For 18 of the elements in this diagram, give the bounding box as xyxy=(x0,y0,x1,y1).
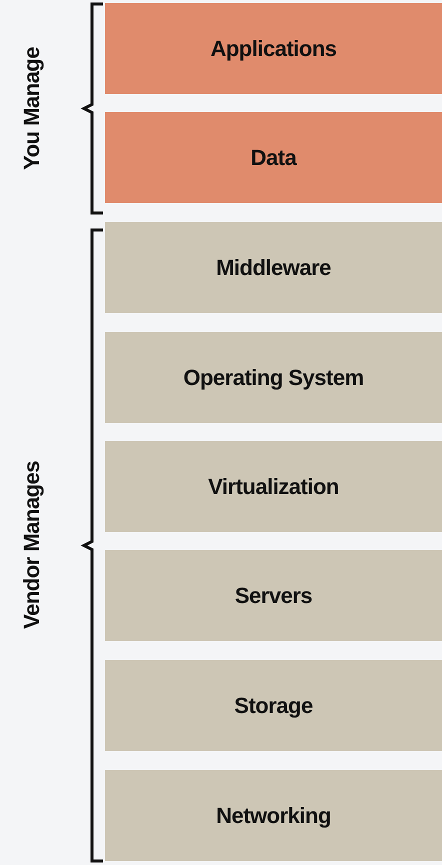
bracket-label: You Manage xyxy=(19,46,45,170)
layer-box xyxy=(105,332,442,423)
layer-label: Servers xyxy=(234,582,312,608)
layer-label: Networking xyxy=(216,802,331,828)
layer-box xyxy=(105,770,442,861)
layer-label: Operating System xyxy=(183,364,364,390)
layer-box xyxy=(105,3,442,94)
layer-label: Virtualization xyxy=(208,474,339,500)
layer-label: Data xyxy=(250,144,296,170)
layer-box xyxy=(105,222,442,313)
layer-label: Storage xyxy=(234,692,313,718)
layer-box xyxy=(105,660,442,751)
layer-box xyxy=(105,441,442,532)
layer-label: Applications xyxy=(210,36,336,62)
layer-box xyxy=(105,112,442,203)
bracket-label: Vendor Manages xyxy=(19,461,45,629)
layer-label: Middleware xyxy=(216,254,331,280)
layer-box xyxy=(105,550,442,641)
